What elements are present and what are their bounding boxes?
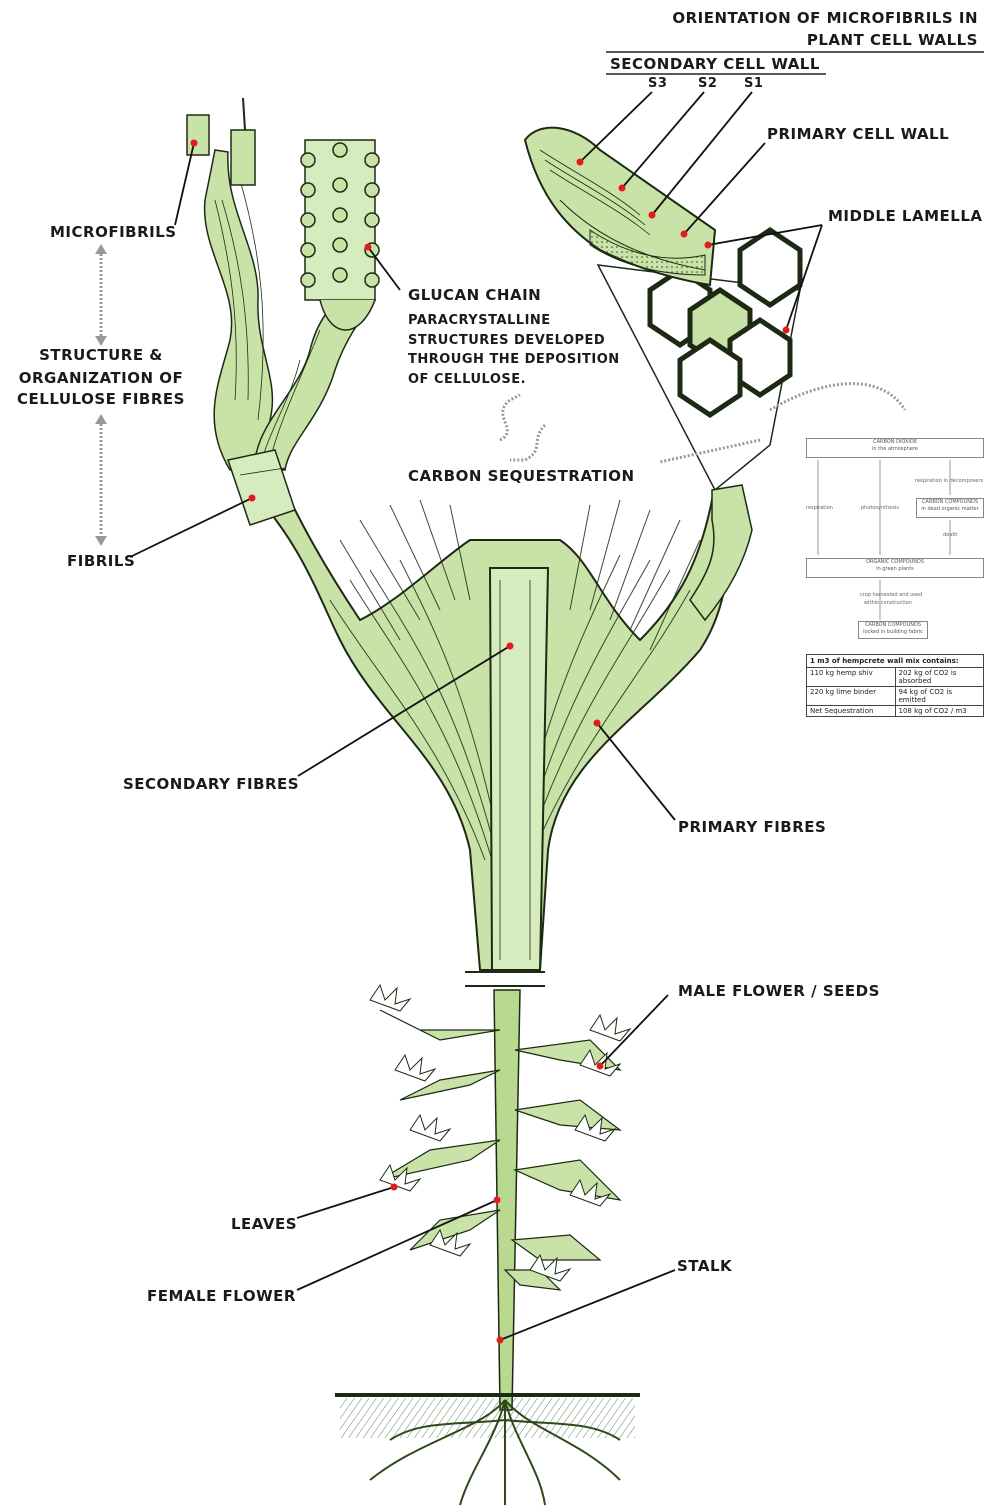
stalk-label: STALK	[677, 1256, 732, 1276]
death-text: death	[943, 532, 957, 538]
male-flower-label: MALE FLOWER / SEEDS	[678, 981, 880, 1001]
table-row: Net Sequestration 108 kg of CO2 / m3	[807, 706, 983, 716]
microfibrils-label: MICROFIBRILS	[50, 222, 177, 242]
table-cell: 94 kg of CO2 is emitted	[896, 687, 984, 705]
harvest-text-1: crop harvested and used	[860, 592, 922, 598]
table-row: 220 kg lime binder 94 kg of CO2 is emitt…	[807, 687, 983, 706]
co2-sub: in the atmosphere	[807, 446, 983, 453]
layer-s1: S1	[744, 74, 763, 94]
glucan-chain-lattice	[301, 140, 379, 330]
harvest-text-2: within construction	[864, 600, 912, 606]
co2-title: CARBON DIOXIDE	[807, 439, 983, 446]
leaves-label: LEAVES	[231, 1214, 297, 1234]
organic-title: ORGANIC COMPOUNDS	[807, 559, 983, 566]
secondary-cell-wall-label: SECONDARY CELL WALL	[610, 54, 820, 74]
secondary-fibres-label: SECONDARY FIBRES	[123, 774, 299, 794]
paracrystalline-line-3: THROUGH THE DEPOSITION	[408, 350, 620, 370]
female-flower-label: FEMALE FLOWER	[147, 1286, 296, 1306]
dead-matter-title: CARBON COMPOUNDS	[917, 499, 983, 506]
title-line-2: PLANT CELL WALLS	[807, 30, 978, 50]
photosynthesis-text: photosynthesis	[861, 505, 899, 511]
table-header: 1 m3 of hempcrete wall mix contains:	[807, 655, 983, 668]
table-cell: 202 kg of CO2 is absorbed	[896, 668, 984, 686]
locked-sub: locked in building fabric	[859, 629, 927, 636]
respiration-text: respiration	[806, 505, 833, 511]
table-cell: 110 kg hemp shiv	[807, 668, 896, 686]
dead-matter-box: CARBON COMPOUNDS in dead organic matter	[916, 498, 984, 518]
table-row: 110 kg hemp shiv 202 kg of CO2 is absorb…	[807, 668, 983, 687]
table-cell: Net Sequestration	[807, 706, 896, 716]
dead-matter-sub: in dead organic matter	[917, 506, 983, 513]
structure-label-3: CELLULOSE FIBRES	[0, 389, 202, 409]
hemp-plant	[335, 985, 640, 1505]
structure-label-1: STRUCTURE &	[0, 345, 202, 365]
fibrils-label: FIBRILS	[67, 551, 135, 571]
middle-lamella-label: MIDDLE LAMELLA	[828, 206, 983, 226]
decomp-text: respiration in decomposers	[915, 478, 983, 484]
structure-label-2: ORGANIZATION OF	[0, 368, 202, 388]
layer-s3: S3	[648, 74, 667, 94]
locked-box: CARBON COMPOUNDS locked in building fabr…	[858, 621, 928, 639]
layer-s2: S2	[698, 74, 717, 94]
paracrystalline-line-1: PARACRYSTALLINE	[408, 311, 551, 331]
locked-title: CARBON COMPOUNDS	[859, 622, 927, 629]
primary-fibres-label: PRIMARY FIBRES	[678, 817, 826, 837]
primary-cell-wall-label: PRIMARY CELL WALL	[767, 124, 949, 144]
organic-box: ORGANIC COMPOUNDS in green plants	[806, 558, 984, 578]
co2-box: CARBON DIOXIDE in the atmosphere	[806, 438, 984, 458]
table-cell: 108 kg of CO2 / m3	[896, 706, 984, 716]
paracrystalline-line-2: STRUCTURES DEVELOPED	[408, 331, 605, 351]
table-cell: 220 kg lime binder	[807, 687, 896, 705]
fibre-funnel	[250, 490, 730, 986]
title-line-1: ORIENTATION OF MICROFIBRILS IN	[672, 8, 978, 28]
paracrystalline-line-4: OF CELLULOSE.	[408, 370, 526, 390]
organic-sub: in green plants	[807, 566, 983, 573]
hempcrete-table: 1 m3 of hempcrete wall mix contains: 110…	[806, 654, 984, 717]
carbon-sequestration-label: CARBON SEQUESTRATION	[408, 466, 635, 486]
glucan-chain-label: GLUCAN CHAIN	[408, 285, 541, 305]
